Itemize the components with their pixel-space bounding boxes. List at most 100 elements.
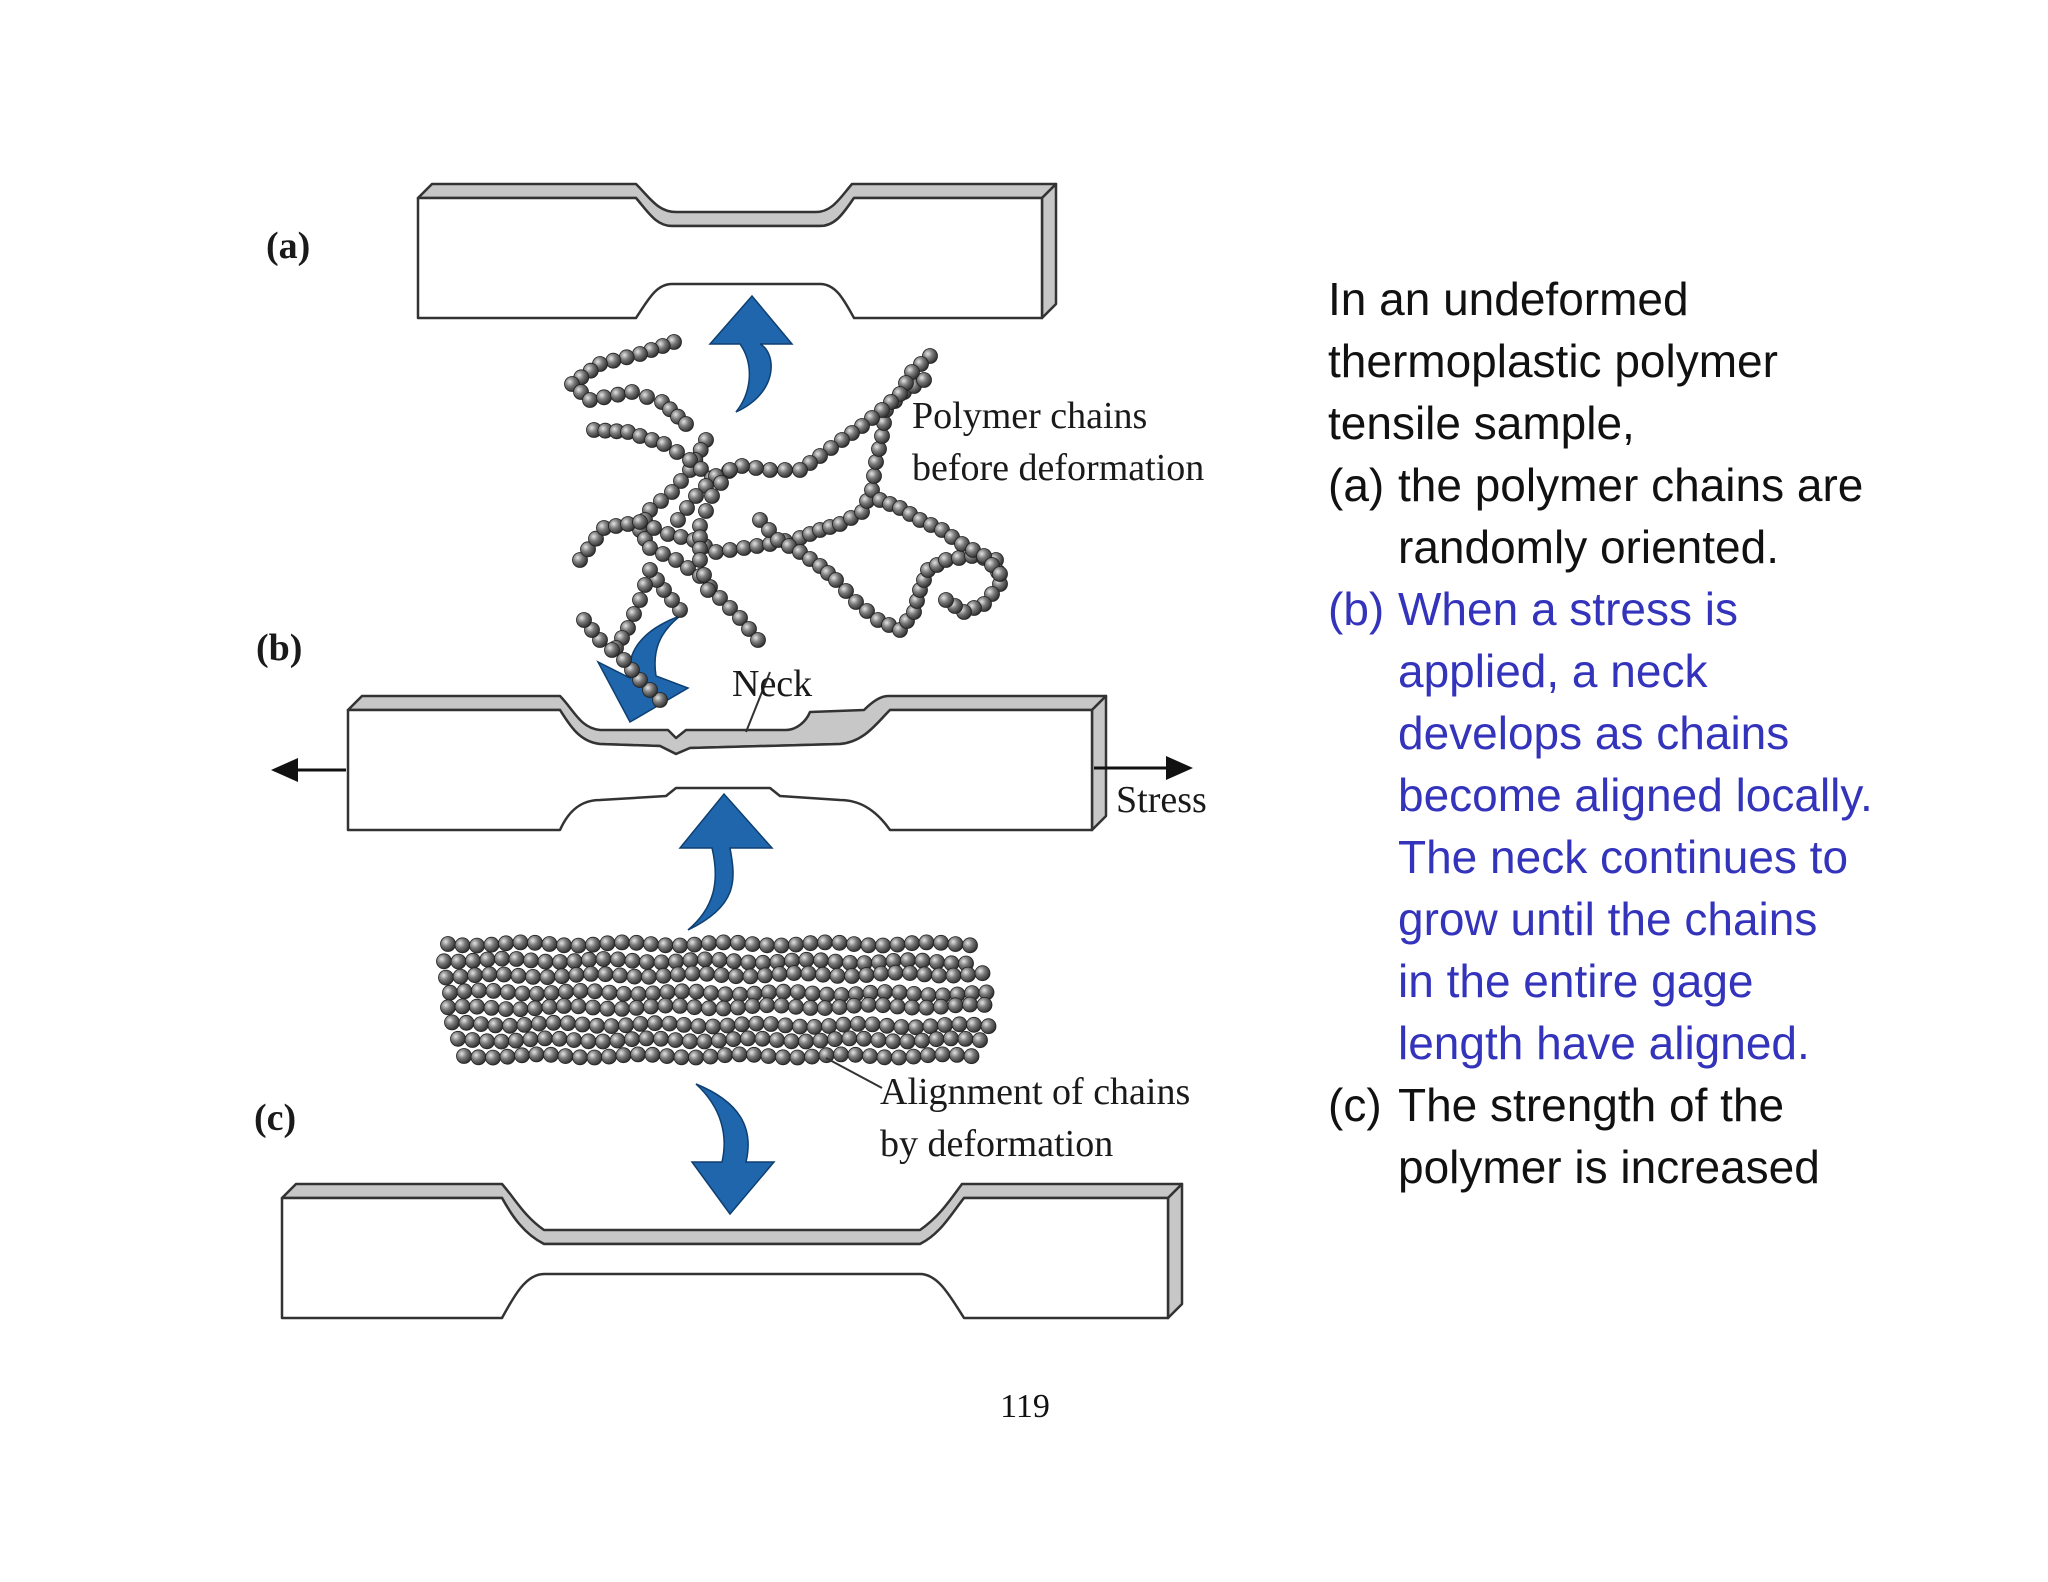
- aligned-bead: [543, 1046, 559, 1063]
- chain-bead: [777, 462, 793, 478]
- aligned-bead: [440, 999, 456, 1016]
- aligned-bead: [659, 984, 676, 1000]
- chain-bead: [580, 541, 596, 558]
- aligned-bead: [485, 1049, 501, 1066]
- chain-bead: [748, 460, 764, 476]
- aligned-bead: [612, 967, 628, 984]
- chain-bead: [670, 512, 686, 528]
- aligned-bead: [527, 934, 543, 951]
- aligned-bead: [889, 998, 906, 1015]
- aligned-bead: [835, 1016, 852, 1033]
- aligned-bead: [585, 936, 601, 953]
- aligned-bead: [545, 1014, 562, 1031]
- aligned-bead: [916, 966, 933, 983]
- item-a-line-1: the polymer chains are: [1398, 459, 1864, 511]
- aligned-bead: [585, 999, 601, 1016]
- aligned-bead: [672, 998, 688, 1014]
- aligned-bead: [436, 953, 452, 970]
- aligned-bead: [672, 937, 688, 954]
- item-b-line-7: in the entire gage: [1398, 955, 1754, 1007]
- chain-bead: [618, 349, 635, 366]
- chain-bead: [823, 440, 839, 456]
- aligned-bead: [450, 953, 467, 970]
- aligned-bead: [902, 965, 918, 981]
- item-a: (a) the polymer chains are randomly orie…: [1328, 454, 2008, 578]
- aligned-bead: [508, 1032, 524, 1049]
- aligned-bead: [972, 1032, 988, 1049]
- aligned-bead: [934, 1046, 951, 1063]
- chain-bead: [750, 632, 766, 648]
- aligned-bead: [586, 1049, 603, 1066]
- aligned-bead: [815, 966, 831, 983]
- chain-bead: [834, 432, 850, 448]
- aligned-bead: [905, 1048, 922, 1065]
- aligned-bead: [696, 1033, 713, 1050]
- aligned-bead: [760, 1048, 777, 1064]
- aligned-bead: [537, 953, 554, 970]
- specimen-c: [280, 1182, 1184, 1320]
- aligned-bead: [870, 1032, 887, 1048]
- aligned-bead: [481, 966, 498, 983]
- aligned-polymer-chains: [436, 934, 997, 1066]
- aligned-bead: [690, 1018, 707, 1035]
- chain-bead: [656, 436, 672, 452]
- aligned-bead: [875, 937, 891, 954]
- aligned-bead: [628, 1000, 645, 1016]
- arrow-down-1-icon: [596, 615, 690, 724]
- aligned-bead: [802, 1000, 819, 1016]
- chain-bead: [616, 652, 632, 668]
- stress-label: Stress: [1116, 779, 1207, 821]
- aligned-bead: [444, 1014, 460, 1031]
- aligned-bead: [510, 967, 527, 984]
- aligned-bead: [773, 937, 790, 954]
- chain-bead: [572, 552, 588, 568]
- aligned-bead: [469, 998, 485, 1015]
- item-b-line-8: length have aligned.: [1398, 1017, 1810, 1069]
- panel-a-label: (a): [266, 225, 310, 267]
- aligned-bead: [730, 999, 746, 1016]
- chain-bead: [642, 562, 658, 578]
- aligned-bead: [479, 1033, 495, 1050]
- aligned-bead: [962, 996, 978, 1013]
- aligned-bead: [697, 951, 713, 968]
- aligned-bead: [748, 1015, 765, 1032]
- aligned-bead: [744, 998, 761, 1014]
- arrow-up-1-icon: [708, 294, 794, 413]
- aligned-bead: [682, 952, 699, 969]
- chain-bead: [626, 606, 642, 622]
- aligned-bead: [458, 1014, 475, 1031]
- chain-bead: [655, 546, 671, 562]
- aligned-bead: [624, 952, 641, 969]
- explanation-text: In an undeformed thermoplastic polymer t…: [1328, 268, 2008, 1198]
- chain-bead: [576, 612, 592, 628]
- aligned-bead: [467, 967, 483, 984]
- aligned-bead: [525, 969, 541, 985]
- aligned-bead: [473, 1016, 489, 1032]
- chain-bead: [749, 538, 765, 554]
- aligned-bead: [705, 1018, 721, 1035]
- aligned-bead: [846, 997, 862, 1014]
- aligned-bead: [769, 1032, 785, 1048]
- aligned-bead: [744, 936, 761, 952]
- aligned-bead: [798, 1033, 814, 1050]
- aligned-bead: [512, 934, 529, 951]
- aligned-bead: [643, 998, 659, 1015]
- chain-bead: [696, 567, 712, 583]
- item-c: (c) The strength of the polymer is incre…: [1328, 1074, 2008, 1198]
- aligned-bead: [483, 936, 500, 953]
- chain-bead: [632, 346, 648, 362]
- aligned-bead: [601, 984, 618, 1001]
- specimen-b: [346, 694, 1108, 832]
- item-c-tag: (c): [1328, 1079, 1382, 1131]
- arrow-down-2-icon: [690, 1083, 776, 1216]
- aligned-bead: [599, 935, 616, 952]
- aligned-bead: [614, 934, 630, 951]
- aligned-bead: [885, 1033, 901, 1050]
- chain-bead: [792, 462, 808, 478]
- chain-bead: [722, 600, 738, 616]
- aligned-bead: [742, 968, 759, 985]
- aligned-bead: [949, 1047, 965, 1063]
- aligned-bead: [788, 936, 804, 953]
- aligned-bead: [469, 937, 485, 954]
- aligned-bead: [514, 1047, 530, 1064]
